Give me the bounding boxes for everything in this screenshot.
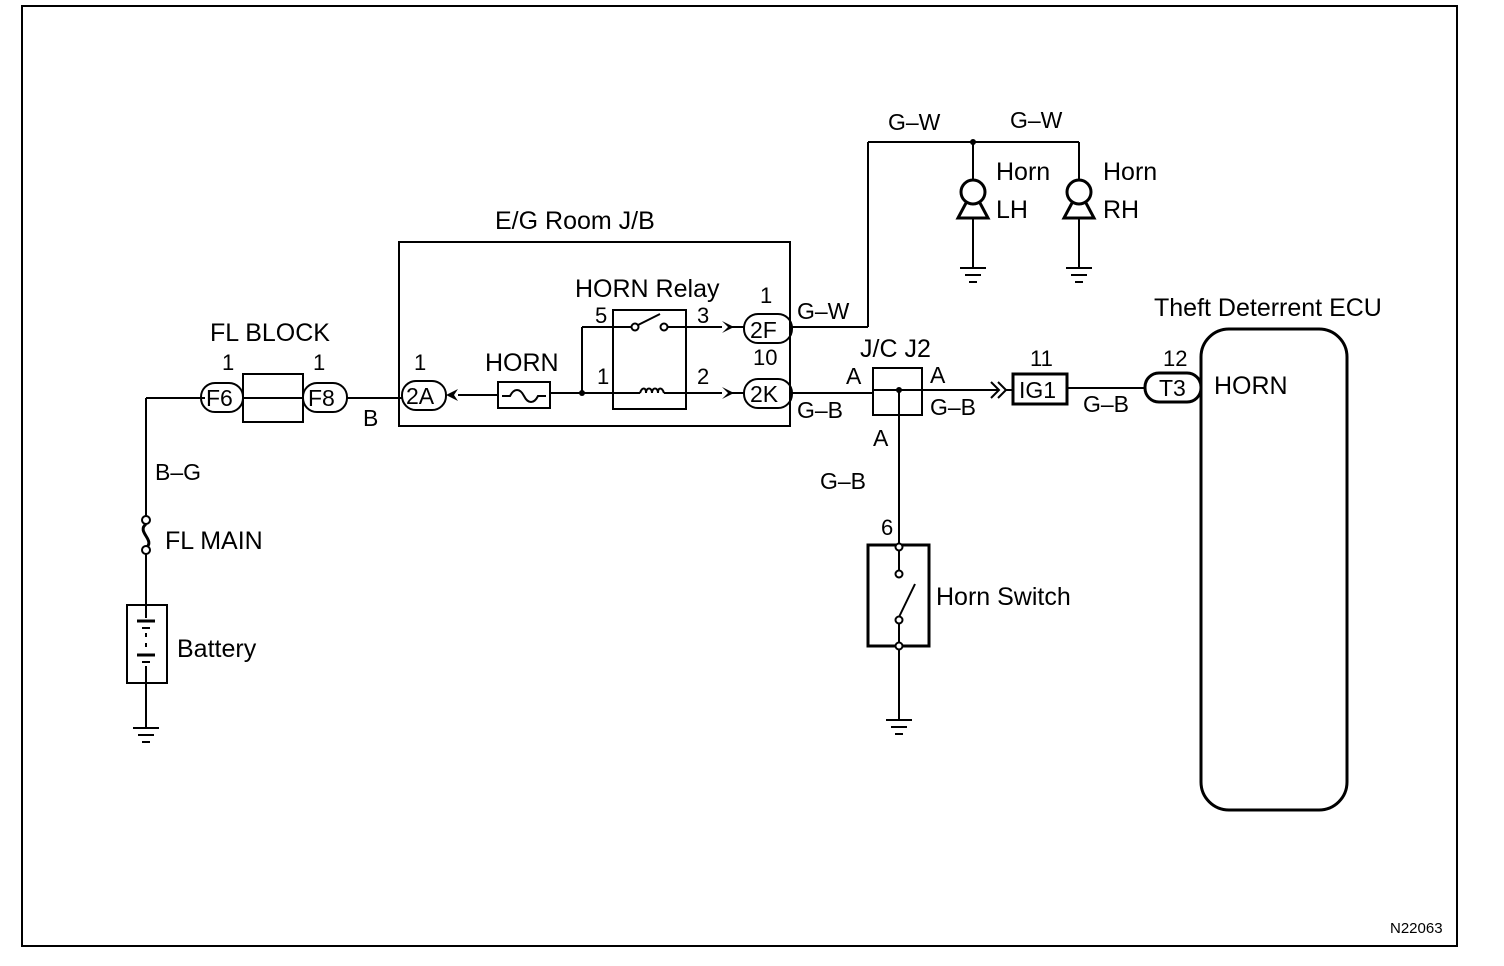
jc-j2-box bbox=[872, 367, 923, 416]
battery-ground-icon bbox=[133, 727, 159, 743]
connector-ig1: IG1 bbox=[1019, 377, 1056, 403]
diagram-frame bbox=[21, 5, 1458, 947]
connector-2f: 2F bbox=[750, 317, 777, 343]
pin-2a: 1 bbox=[414, 350, 426, 375]
pin-f8: 1 bbox=[313, 350, 325, 375]
wire-label-gw-top-left: G–W bbox=[888, 109, 941, 135]
connector-2a: 2A bbox=[406, 383, 435, 409]
horn-rh-icon bbox=[1061, 178, 1097, 220]
pin-ig1: 11 bbox=[1030, 346, 1053, 371]
horn-lh-label: Horn bbox=[996, 158, 1050, 186]
horn-switch-label: Horn Switch bbox=[936, 583, 1071, 611]
wire-label-gb-switch: G–B bbox=[820, 468, 866, 494]
pin-relay-3: 3 bbox=[697, 303, 709, 328]
wire-label-gw-relay: G–W bbox=[797, 298, 850, 324]
horn-lh-icon bbox=[955, 178, 991, 220]
horn-rh-ground-icon bbox=[1066, 267, 1092, 283]
horn-switch-icon bbox=[894, 542, 916, 651]
horn-relay-box bbox=[612, 309, 687, 410]
horn-relay-label: HORN Relay bbox=[575, 275, 720, 303]
relay-switch-icon bbox=[613, 313, 686, 332]
horn-rh-side-label: RH bbox=[1103, 196, 1139, 224]
fl-block-label: FL BLOCK bbox=[210, 319, 330, 347]
battery-branch bbox=[126, 397, 205, 743]
wire-label-gw-top-right: G–W bbox=[1010, 107, 1063, 133]
pin-relay-2: 2 bbox=[697, 364, 709, 389]
connector-f6: F6 bbox=[206, 385, 233, 411]
wire-label-jc-a-right: A bbox=[930, 362, 946, 388]
connector-2a-shape bbox=[401, 380, 447, 411]
jc-j2-label: J/C J2 bbox=[860, 335, 931, 363]
wire-label-gb-2k: G–B bbox=[797, 397, 843, 423]
eg-room-jb-label: E/G Room J/B bbox=[495, 207, 655, 235]
ecu-horn-terminal-label: HORN bbox=[1214, 372, 1288, 400]
horn-fuse-label: HORN bbox=[485, 349, 559, 377]
wire-label-bg: B–G bbox=[155, 459, 201, 485]
pin-2f: 1 bbox=[760, 283, 772, 308]
pin-2k: 10 bbox=[753, 345, 777, 370]
wire-label-jc-a-bottom: A bbox=[873, 425, 889, 451]
connector-f8: F8 bbox=[308, 385, 335, 411]
wire-label-jc-a-left: A bbox=[846, 363, 862, 389]
battery-label: Battery bbox=[177, 635, 257, 663]
horn-switch-ground-icon bbox=[886, 719, 912, 735]
fl-main-fusible-link-icon bbox=[141, 522, 151, 550]
pin-relay-1: 1 bbox=[597, 364, 609, 389]
horn-lh-side-label: LH bbox=[996, 196, 1028, 224]
horn-fuse-icon bbox=[502, 389, 546, 403]
pin-horn-switch: 6 bbox=[881, 515, 893, 540]
horn-fuse-box bbox=[497, 381, 551, 409]
pin-relay-5: 5 bbox=[595, 303, 607, 328]
connector-t3: T3 bbox=[1159, 375, 1186, 401]
horn-lh-ground-icon bbox=[960, 267, 986, 283]
pin-t3: 12 bbox=[1163, 346, 1187, 371]
theft-ecu-box bbox=[1199, 327, 1349, 812]
connector-2f-shape bbox=[743, 313, 793, 344]
theft-ecu-label: Theft Deterrent ECU bbox=[1154, 294, 1382, 322]
relay-coil-icon bbox=[613, 387, 686, 394]
eg-room-jb-box bbox=[398, 241, 791, 427]
wire-label-b: B bbox=[363, 405, 378, 431]
fl-main-label: FL MAIN bbox=[165, 527, 263, 555]
connector-2k: 2K bbox=[750, 381, 779, 407]
diagram-code: N22063 bbox=[1390, 920, 1443, 937]
wire-label-gb-ig1: G–B bbox=[1083, 391, 1129, 417]
connector-2a-arrow-icon bbox=[446, 389, 458, 401]
horn-rh-label: Horn bbox=[1103, 158, 1157, 186]
wire-label-gb-jc-right: G–B bbox=[930, 394, 976, 420]
pin-f6: 1 bbox=[222, 350, 234, 375]
